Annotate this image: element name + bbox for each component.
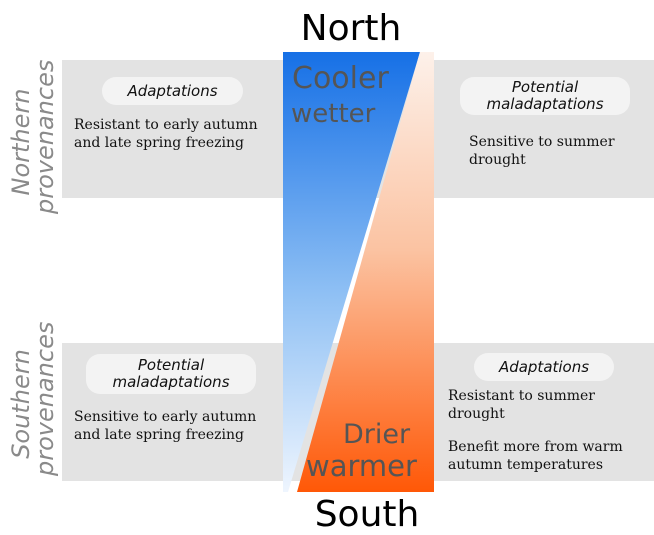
southern-maladaptations-pill: Potential maladaptations bbox=[86, 354, 256, 394]
drier-label: Drier bbox=[343, 419, 411, 450]
cooler-wetter-wedge bbox=[283, 52, 420, 492]
southern-provenances-label: Southern provenances bbox=[7, 321, 59, 476]
southern-adaptations-text-2: Benefit more from warm autumn temperatur… bbox=[448, 439, 623, 473]
southern-maladaptations-text: Sensitive to early autumn and late sprin… bbox=[74, 409, 257, 443]
southern-adaptations-text-1: Resistant to summer drought bbox=[448, 388, 595, 422]
northern-adaptations-text: Resistant to early autumn and late sprin… bbox=[74, 117, 258, 151]
northern-adaptations-pill: Adaptations bbox=[102, 77, 243, 105]
southern-adaptations-pill: Adaptations bbox=[474, 353, 614, 381]
northern-maladaptations-text: Sensitive to summer drought bbox=[469, 134, 615, 168]
south-label: South bbox=[314, 494, 420, 535]
northern-provenances-label: Northern provenances bbox=[7, 59, 59, 214]
northern-maladaptations-pill: Potential maladaptations bbox=[460, 77, 630, 115]
warmer-label: warmer bbox=[306, 449, 417, 483]
drier-warmer-wedge bbox=[297, 52, 434, 492]
cooler-label: Cooler bbox=[292, 61, 389, 96]
wetter-label: wetter bbox=[291, 99, 376, 129]
north-label: North bbox=[300, 8, 402, 49]
